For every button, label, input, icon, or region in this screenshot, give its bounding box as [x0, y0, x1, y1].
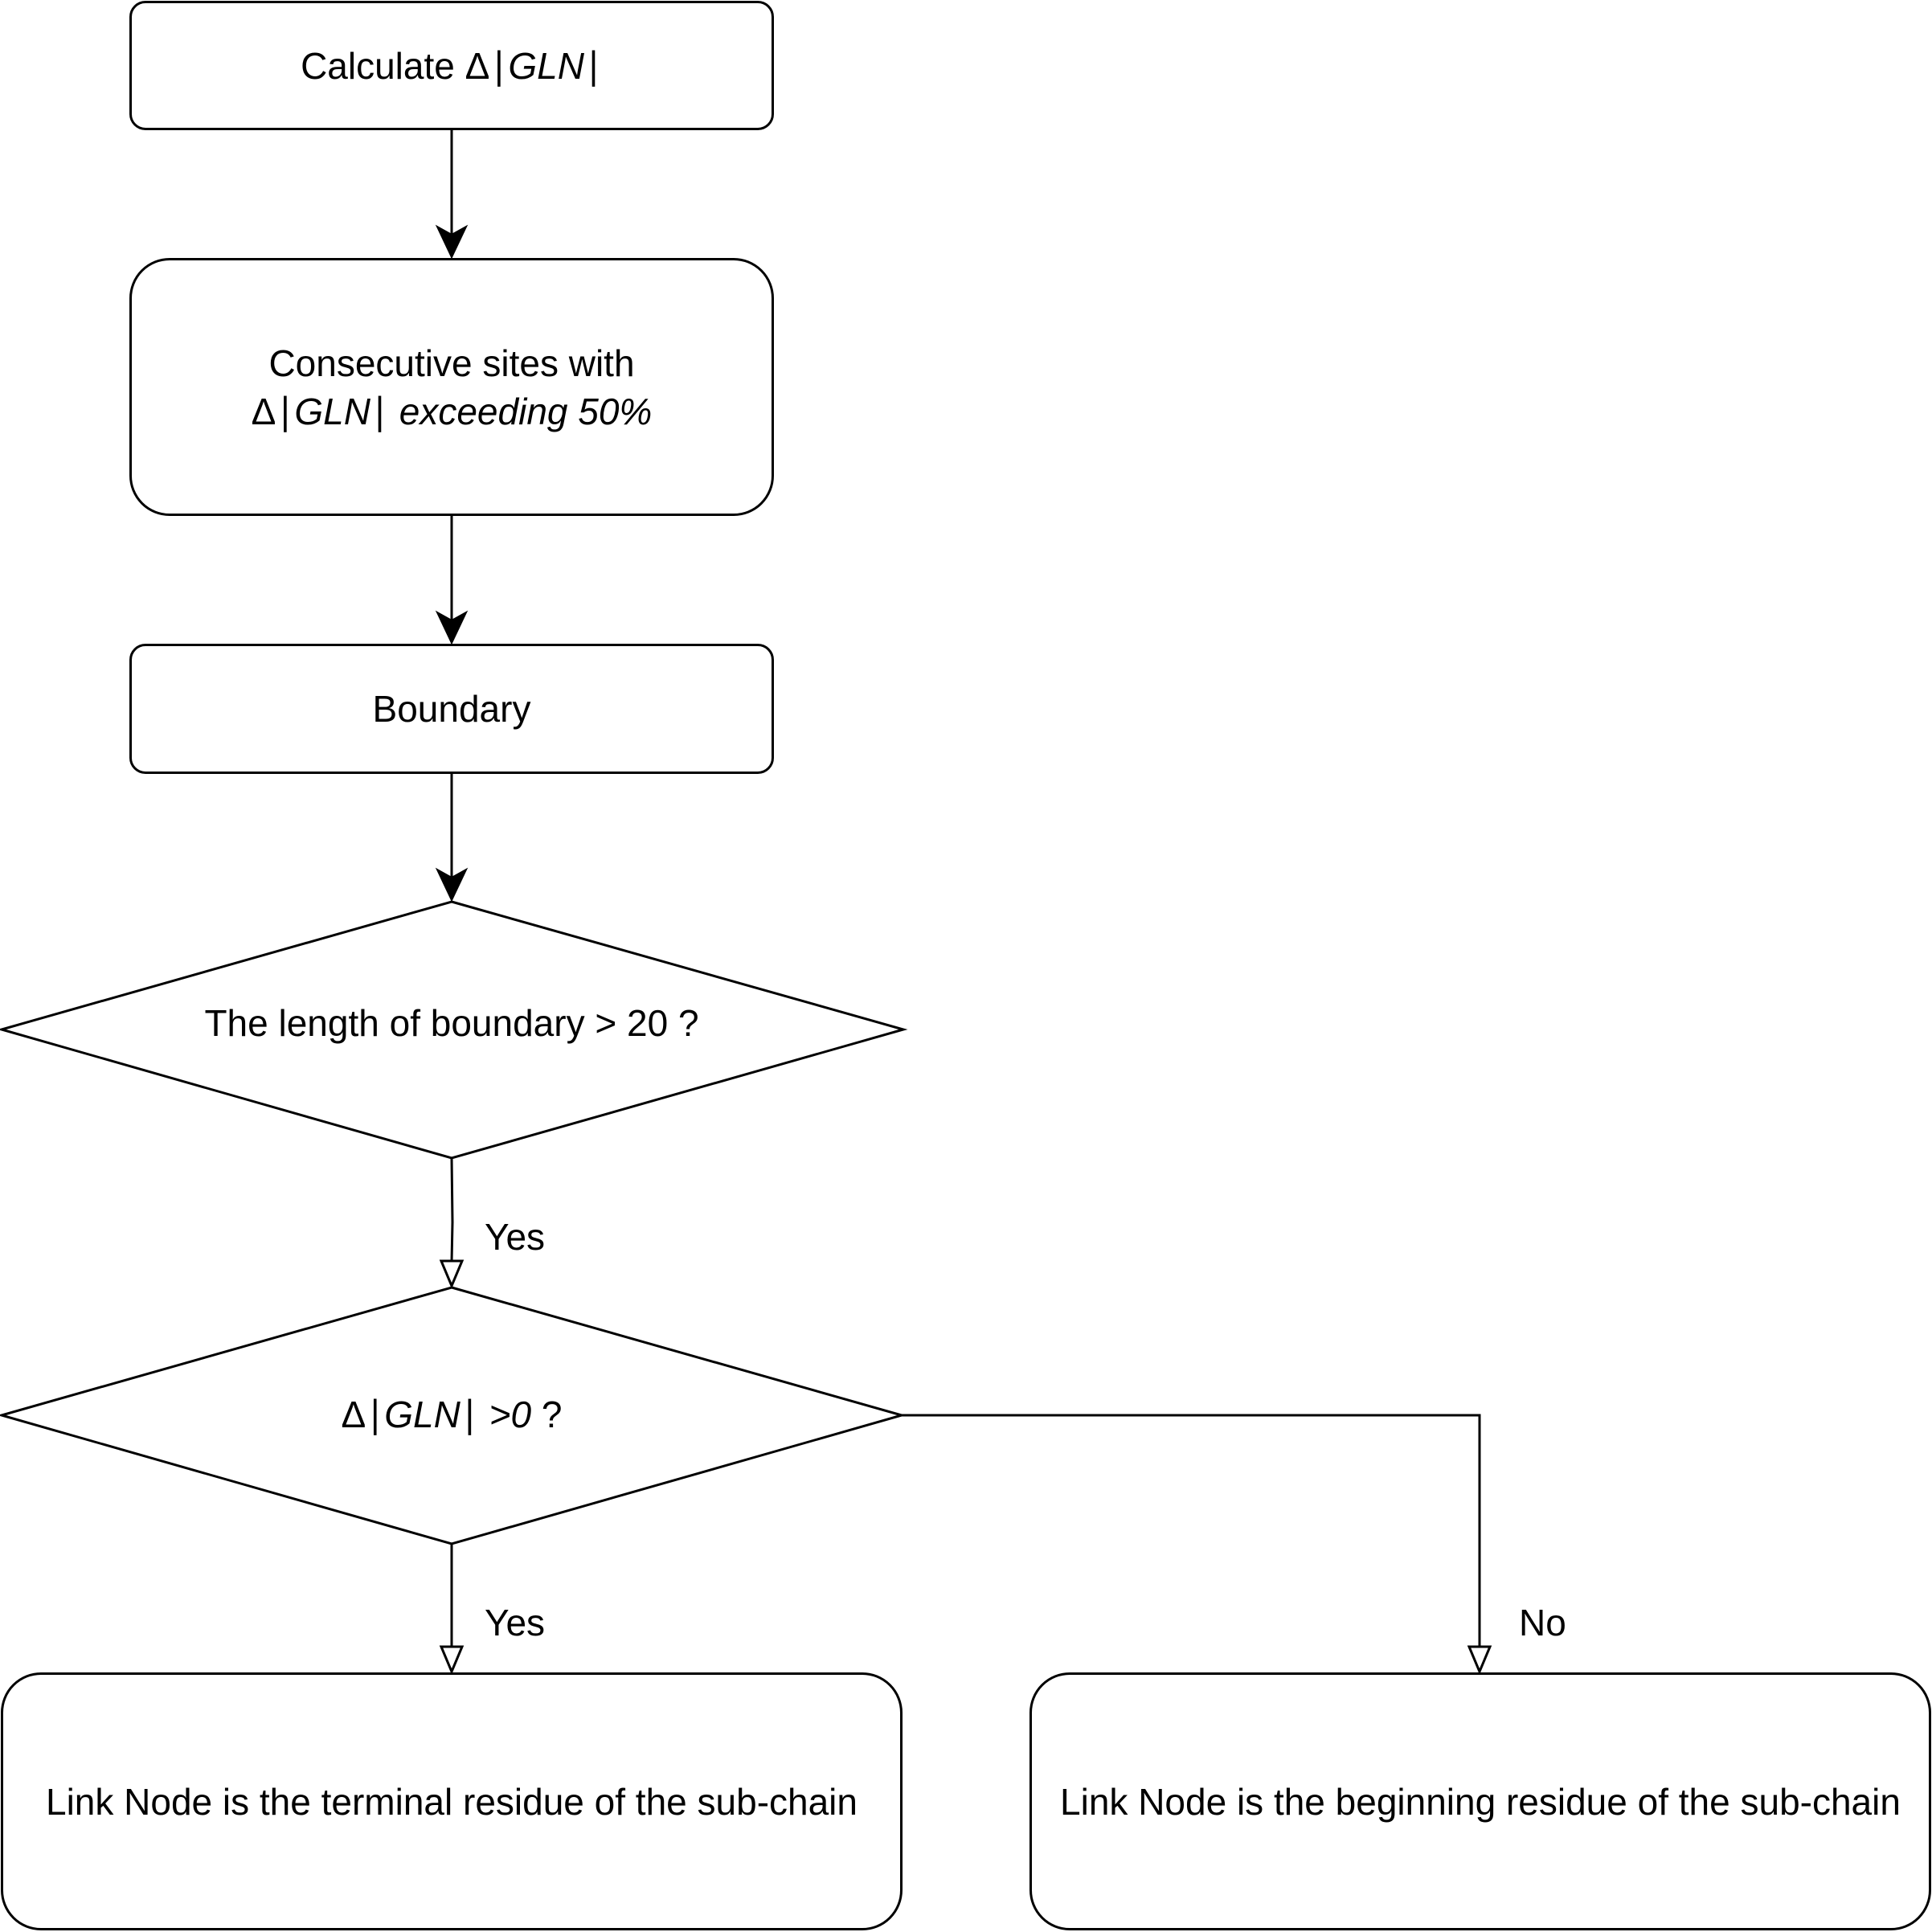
calculate-gln-label: Calculate Δ∣GLN∣ [301, 44, 603, 87]
boundary-box: Boundary [129, 644, 774, 774]
edge-label-no-gln: No [1519, 1602, 1566, 1643]
arrowhead-open [1467, 1645, 1492, 1675]
beginning-residue-label: Link Node is the beginning residue of th… [1060, 1780, 1901, 1823]
consecutive-sites-box: Consecutive sites with Δ∣GLN∣ exceeding … [129, 258, 774, 516]
terminal-residue-box: Link Node is the terminal residue of the… [1, 1672, 903, 1930]
arrowhead-filled [435, 224, 469, 260]
calculate-gln-box: Calculate Δ∣GLN∣ [129, 1, 774, 130]
arrowhead-open [439, 1645, 465, 1675]
edge-calculate-to-consecutive [435, 129, 469, 260]
boundary-label: Boundary [372, 688, 531, 730]
arrowhead-open [439, 1259, 465, 1289]
edge-consecutive-to-boundary [435, 514, 469, 645]
edge-length-yes-to-gln-decision [439, 1157, 465, 1289]
length-decision-label: The length of boundary > 20 ? [204, 1002, 699, 1044]
beginning-residue-box: Link Node is the beginning residue of th… [1029, 1672, 1931, 1930]
edge-label-yes-gln: Yes [485, 1602, 546, 1643]
arrowhead-filled [435, 867, 469, 903]
consecutive-sites-line1: Consecutive sites with [268, 342, 635, 384]
gln-decision-label: Δ∣GLN∣ >0 ? [341, 1394, 563, 1435]
edge-gln-yes-to-terminal [439, 1544, 465, 1675]
edge-label-yes-length: Yes [485, 1216, 546, 1258]
consecutive-sites-line2: Δ∣GLN∣ exceeding 50% [251, 390, 653, 432]
terminal-residue-label: Link Node is the terminal residue of the… [45, 1780, 858, 1823]
edge-gln-no-to-beginning [902, 1414, 1492, 1675]
arrowhead-filled [435, 610, 469, 645]
edge-boundary-to-length-decision [435, 772, 469, 903]
